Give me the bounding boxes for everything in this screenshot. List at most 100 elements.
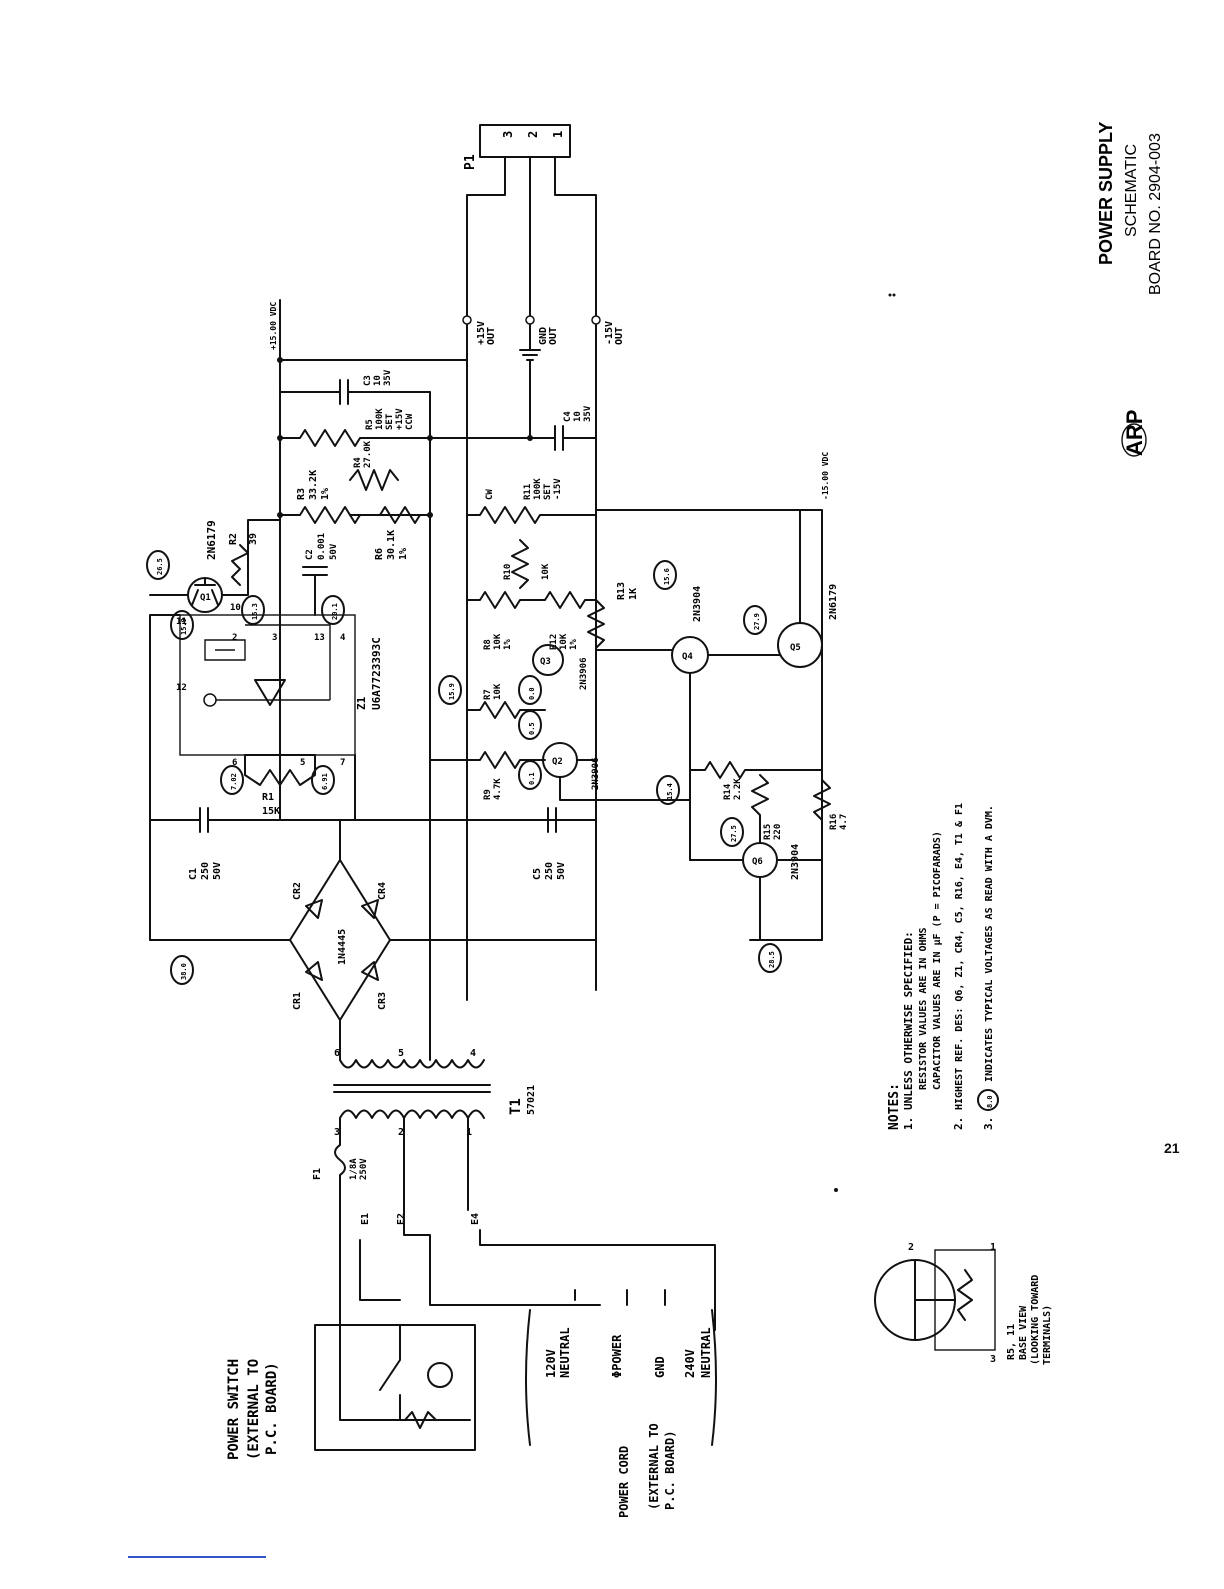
svg-text:26.5: 26.5 (156, 558, 164, 575)
output-terminal-pos (462, 315, 472, 325)
t1-pri-2: 2 (398, 1127, 404, 1138)
bridge-diodes (305, 899, 379, 981)
r5-ccw: CCW (405, 413, 415, 430)
trimmer-pin-1: 1 (990, 1242, 996, 1253)
terminal-e1: E1 (360, 1213, 371, 1225)
c5-ref: C5 (532, 868, 543, 880)
c5-voltage: 50V (556, 862, 567, 880)
z1-outline (179, 614, 356, 756)
svg-text:15.6: 15.6 (663, 568, 671, 585)
z1-pin-4: 4 (340, 633, 346, 643)
t1-secondary (339, 1059, 485, 1069)
voltage-marker-q2b: 0.5 (518, 710, 542, 740)
q1-ref: Q1 (200, 593, 211, 603)
r5-value: 100K (375, 408, 385, 430)
capacitor-c3-symbol (279, 379, 431, 405)
r12-value: 10K (559, 633, 569, 650)
power-cord-label: POWER CORD (617, 1446, 631, 1518)
z1-pin-5: 5 (300, 758, 305, 768)
c3-ref: C3 (363, 375, 373, 386)
capacitor-c2 (302, 566, 328, 616)
c3-value: 10 (373, 375, 383, 386)
svg-text:0.1: 0.1 (528, 772, 536, 785)
connector-pin-2: 2 (526, 131, 540, 138)
cord-120v: 120V (544, 1349, 558, 1378)
t1-ref: T1 (508, 1098, 524, 1115)
z1-opamp (254, 679, 286, 706)
voltage-marker-q5b: 27.9 (743, 605, 767, 635)
q1-part: 2N6179 (205, 520, 218, 560)
fuse-f1 (334, 1144, 346, 1216)
connector-p1: P1 3 2 1 (463, 124, 597, 321)
cw-label: CW (485, 489, 495, 500)
resistor-r11 (466, 506, 597, 524)
voltage-marker-z1-6: 7.02 (220, 765, 244, 795)
voltage-marker-rect-neg: 28.5 (758, 943, 782, 973)
r13-ref: R13 (616, 582, 627, 600)
capacitor-c1 (149, 807, 597, 833)
transistor-q5: Q5 2N6179 (777, 509, 839, 941)
output-terminal-gnd (525, 315, 535, 325)
capacitor-c4 (429, 425, 597, 451)
r14-ref: R14 (723, 783, 733, 800)
svg-text:0.5: 0.5 (528, 722, 536, 735)
feedback-network-pos: R5 100K SET +15V CCW R3 33.2K 1% R4 27.0… (277, 391, 433, 1001)
z1-pin-12: 12 (176, 683, 187, 693)
q2-part: 2N3906 (591, 757, 601, 790)
bridge-rectifier: CR2 CR4 CR1 CR3 1N4445 (149, 819, 823, 1061)
r12-tolerance: 1% (569, 639, 579, 650)
label-gnd: GND (538, 327, 549, 345)
resistor-r12 (529, 591, 597, 609)
r8-value: 10K (493, 633, 503, 650)
t1-primary-leads (339, 1117, 469, 1216)
q5-ref: Q5 (790, 643, 801, 653)
cord-power: ΦPOWER (610, 1334, 624, 1378)
r11-ref: R11 (523, 484, 533, 500)
resistor-r5 (279, 429, 431, 447)
q2-wires (559, 759, 691, 801)
voltage-marker-q1b: 15.9 (170, 610, 194, 640)
q3-ref: Q3 (540, 657, 551, 667)
r3-ref: R3 (296, 488, 307, 500)
q6-ref: Q6 (752, 857, 763, 867)
label-pos-out: +15V (476, 321, 487, 345)
notes-heading: NOTES: (887, 1083, 902, 1130)
connector-p1-body (479, 124, 571, 158)
c2-ref: C2 (305, 549, 315, 560)
resistor-r9 (429, 751, 546, 769)
z1-ref-node (203, 693, 217, 707)
resistor-r10 (511, 539, 529, 589)
t1-sec-5: 5 (398, 1048, 404, 1059)
power-switch-line-3: P.C. BOARD) (264, 1362, 280, 1455)
note-2-text: HIGHEST REF. DES: Q6, Z1, CR4, C5, R16, … (954, 803, 965, 1110)
power-cord-brace (525, 1309, 717, 1446)
wire-pos-rail (279, 324, 468, 361)
r4-value: 27.0K (363, 440, 373, 468)
power-switch-line-2: (EXTERNAL TO (246, 1359, 262, 1460)
note-1-line-1: UNLESS OTHERWISE SPECIFIED: (902, 931, 915, 1110)
voltage-marker-q3e: 0.0 (518, 675, 542, 705)
power-cord-ext-2: P.C. BOARD) (663, 1431, 677, 1510)
r4-ref: R4 (353, 457, 363, 468)
note-3-number: 3. (982, 1117, 995, 1130)
q3-body (532, 644, 564, 676)
resistor-bank: R13 1K R8 10K 1% R12 10K 1% R7 10K R9 4.… (429, 582, 639, 800)
z1-pin-3: 3 (272, 633, 277, 643)
cord-neutral-2: NEUTRAL (699, 1327, 713, 1378)
voltage-marker-q1c: 15.3 (241, 595, 265, 625)
fuse-and-terminals: F1 1/8A 250V E1 E2 E4 (312, 1144, 716, 1331)
r8-tolerance: 1% (503, 639, 513, 650)
t1-pri-3: 3 (334, 1127, 340, 1138)
transistor-q2: Q2 2N3906 (542, 742, 691, 801)
junction-gnd (527, 435, 533, 441)
q5-part: 2N6179 (828, 584, 839, 620)
z1-pin-6: 6 (232, 758, 237, 768)
t1-sec-6: 6 (334, 1048, 340, 1059)
c1-voltage: 50V (212, 862, 223, 880)
cr1-ref: CR1 (292, 992, 303, 1010)
svg-text:15.4: 15.4 (666, 783, 674, 800)
f1-rating: 250V (359, 1158, 369, 1180)
svg-text:38.0: 38.0 (180, 963, 188, 980)
voltage-marker-q2e: 0.1 (518, 760, 542, 790)
